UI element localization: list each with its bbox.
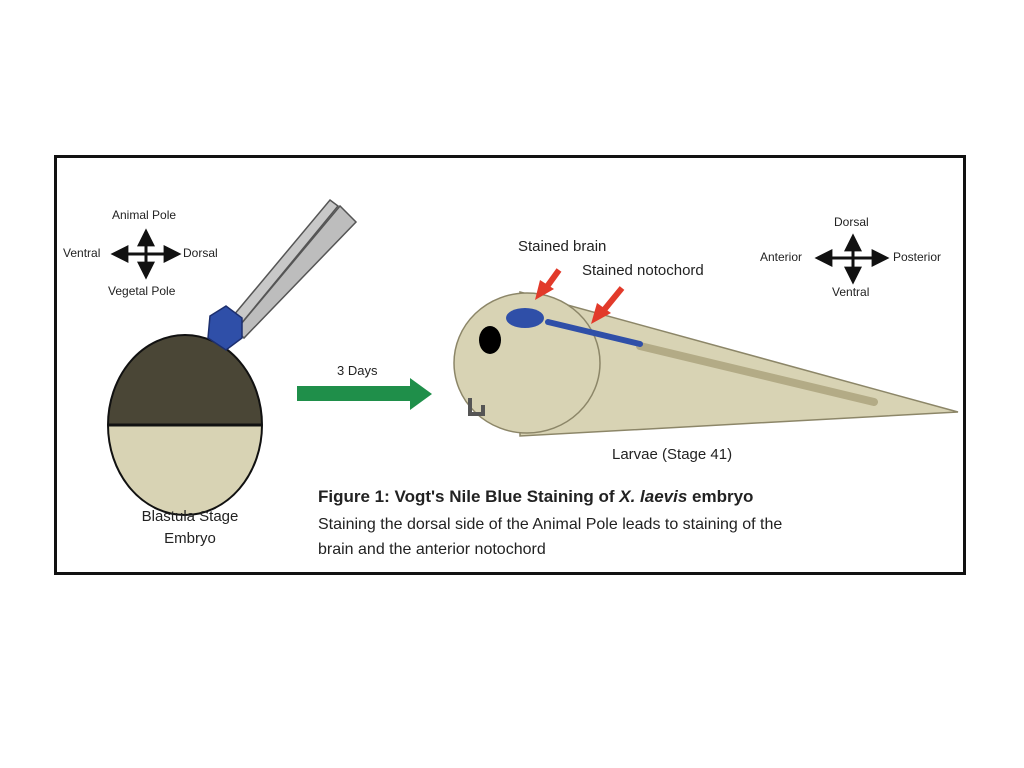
embryo-label-line2: Embryo xyxy=(164,530,216,547)
stained-notochord-label: Stained notochord xyxy=(582,262,704,279)
time-arrow-label: 3 Days xyxy=(337,363,378,378)
figure-caption-body-line1: Staining the dorsal side of the Animal P… xyxy=(318,516,783,533)
caption-title-text-end: embryo xyxy=(687,487,754,506)
embryo-label-line1: Blastula Stage xyxy=(141,508,239,525)
vegetal-hemisphere xyxy=(108,426,262,515)
compass-right-label: Posterior xyxy=(893,250,942,264)
compass-right-label: Dorsal xyxy=(183,246,218,260)
notochord-tail xyxy=(636,342,878,406)
figure-caption-title: Figure 1: Vogt's Nile Blue Staining of X… xyxy=(318,487,753,507)
caption-title-text: Figure 1: Vogt's Nile Blue Staining of xyxy=(318,487,620,506)
orientation-compass-left xyxy=(110,228,182,280)
blastula-embryo xyxy=(107,334,263,516)
compass-bottom-label: Ventral xyxy=(832,285,870,299)
larva xyxy=(453,291,959,437)
figure-caption-body-line2: brain and the anterior notochord xyxy=(318,541,546,558)
stained-notochord-mark xyxy=(545,319,643,347)
compass-top-label: Dorsal xyxy=(834,215,869,229)
forceps-icon xyxy=(226,198,358,340)
nile-blue-dye-icon xyxy=(207,305,243,351)
animal-hemisphere xyxy=(108,335,262,426)
compass-left-label: Ventral xyxy=(63,246,101,260)
compass-bottom-label: Vegetal Pole xyxy=(108,284,176,298)
stained-brain-mark xyxy=(506,308,544,328)
orientation-compass-right xyxy=(814,233,890,285)
compass-top-label: Animal Pole xyxy=(112,208,177,222)
time-arrow xyxy=(297,378,432,410)
pointer-arrow-brain xyxy=(535,268,562,300)
stained-brain-label: Stained brain xyxy=(518,238,607,255)
pointer-arrow-notochord xyxy=(591,286,625,324)
larva-mouth xyxy=(468,398,485,416)
compass-left-label: Anterior xyxy=(760,250,803,264)
caption-title-species: X. laevis xyxy=(619,487,688,506)
larva-eye xyxy=(479,326,501,354)
larvae-label: Larvae (Stage 41) xyxy=(612,446,733,463)
